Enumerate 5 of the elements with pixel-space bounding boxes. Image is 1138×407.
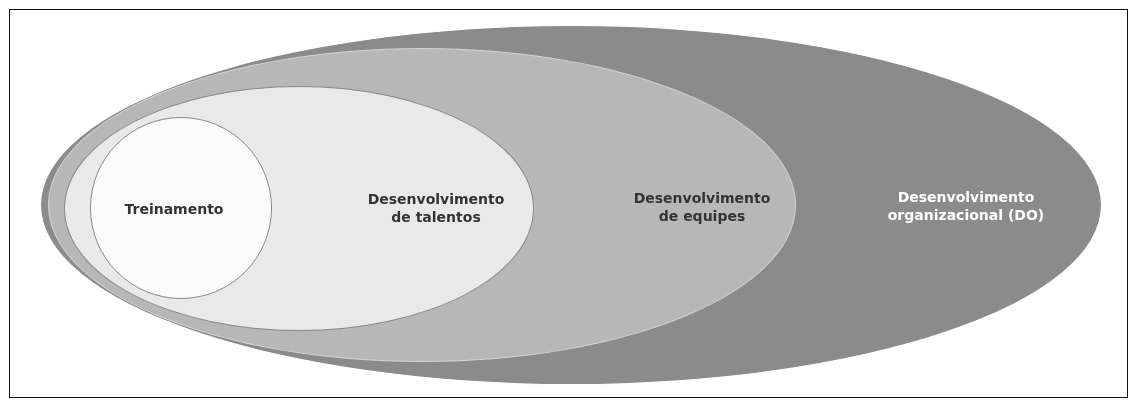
circle	[90, 117, 272, 299]
node-label: Desenvolvimento de equipes	[632, 188, 772, 226]
node-label: Desenvolvimento de talentos	[366, 189, 506, 227]
node-label: Treinamento	[123, 199, 225, 219]
node-label: Desenvolvimento organizacional (DO)	[886, 187, 1046, 225]
